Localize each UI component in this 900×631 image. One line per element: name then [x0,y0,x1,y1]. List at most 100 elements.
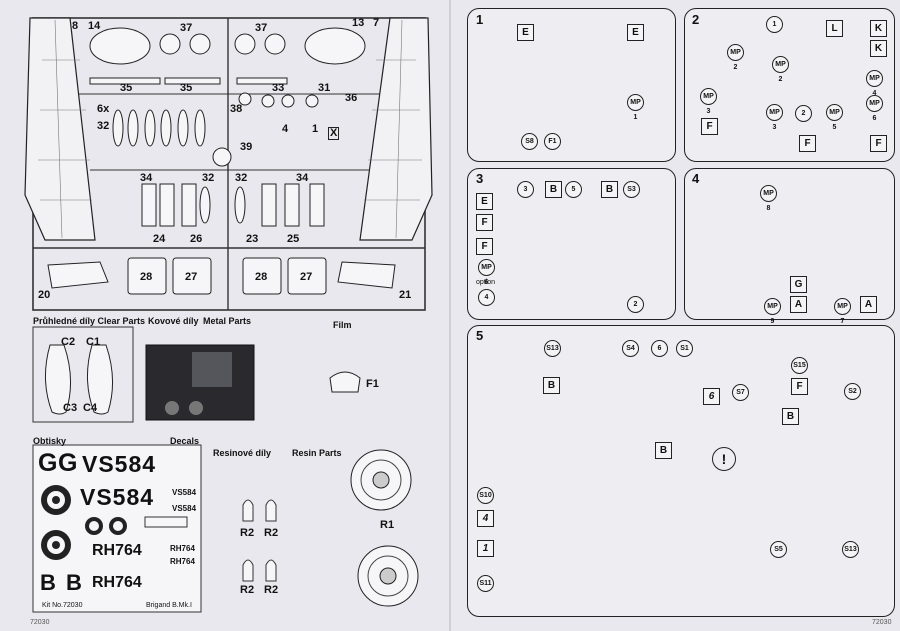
callout: K [870,40,887,57]
callout: E [627,24,644,41]
part-number: 37 [180,22,193,34]
callout: 4 [477,510,494,527]
callout: MP 3 [700,88,717,115]
part-number: 4 [282,123,289,135]
callout: MP 5 [826,104,843,131]
callout: F [791,378,808,395]
callout: B [655,442,672,459]
part-number: 27 [300,271,313,283]
callout: A [860,296,877,313]
step-number: 5 [476,328,484,343]
part-number: 20 [38,289,51,301]
part-number: 34 [296,172,309,184]
part-number: 31 [318,82,331,94]
part-number: 32 [235,172,248,184]
resin-title-en: Resin Parts [292,448,342,458]
callout: S13 [544,340,561,357]
part-number: 8 [72,20,79,32]
part-number: 35 [120,82,133,94]
callout: F [701,118,718,135]
resin-part-label: R2 [264,527,279,539]
clear-part-label: C4 [83,402,98,414]
callout: F [799,135,816,152]
callout: F [870,135,887,152]
decal-serial-small: VS584 [172,488,197,497]
decal-serial: VS584 [82,451,157,477]
callout: A [790,296,807,313]
part-number: 23 [246,233,259,245]
clear-part-label: C1 [86,336,101,348]
clear-part-label: C3 [63,402,78,414]
kit-number: Kit No.72030 [42,602,83,609]
part-number: 28 [255,271,268,283]
callout: S10 [477,487,494,504]
callout: MP 1 [627,94,644,121]
part-number: 6x [97,103,110,115]
callout: K [870,20,887,37]
footer-left: 72030 [30,619,50,626]
part-number: 35 [180,82,193,94]
decal-rh-small: RH764 [170,544,195,553]
callout: 6 [703,388,720,405]
decal-code: G [58,449,78,477]
part-number: 36 [345,92,358,104]
resin-title-cz: Resinové díly [213,448,272,458]
resin-part-label: R2 [264,584,279,596]
callout: S11 [477,575,494,592]
callout: MP 3 [766,104,783,131]
part-number: 26 [190,233,203,245]
callout: B [545,181,562,198]
resin-r1-label: R1 [380,519,395,531]
callout: MP 9 [764,298,781,325]
step-1-box [467,8,676,162]
callout: S15 [791,357,808,374]
decals-title-en: Decals [170,436,200,446]
part-number: 33 [272,82,285,94]
callout: F [476,214,493,231]
metal-parts-title-en: Metal Parts [203,316,252,326]
clear-part-label: C2 [61,336,76,348]
step-4-box [684,168,895,320]
option-label: option [476,279,496,286]
callout: S3 [623,181,640,198]
callout: S4 [622,340,639,357]
callout: B [543,377,560,394]
callout: L [826,20,843,37]
callout: 1 [766,16,783,33]
part-number: 38 [230,103,243,115]
callout: 4 [478,289,495,306]
part-number: 39 [240,141,253,153]
part-number: 24 [153,233,166,245]
part-number: 32 [97,120,110,132]
callout: MP 6 [478,259,495,286]
part-number: 14 [88,20,101,32]
step-number: 1 [476,12,484,27]
part-number: X [328,127,340,140]
step-number: 2 [692,12,700,27]
part-number: 32 [202,172,215,184]
part-number: 13 [352,17,365,29]
metal-parts-title-cz: Kovové díly [148,316,199,326]
callout: MP 4 [866,70,883,97]
callout: MP 6 [866,95,883,122]
callout: MP 2 [727,44,744,71]
decal-rh-small: RH764 [170,557,195,566]
step-5-box [467,325,895,617]
callout: B [601,181,618,198]
callout: E [517,24,534,41]
decal-code-b: B [66,570,82,595]
step-2-box [684,8,895,162]
decal-code-b: B [40,570,56,595]
part-number: 27 [185,271,198,283]
decal-code: G [38,449,58,477]
part-number: 7 [373,17,380,29]
callout: S7 [732,384,749,401]
callout: G [790,276,807,293]
callout: S8 [521,133,538,150]
decal-serial-small: VS584 [172,504,197,513]
callout: 2 [627,296,644,313]
attention-icon: ! [712,447,736,471]
resin-part-label: R2 [240,584,255,596]
film-title: Film [333,320,352,330]
callout: F1 [544,133,561,150]
